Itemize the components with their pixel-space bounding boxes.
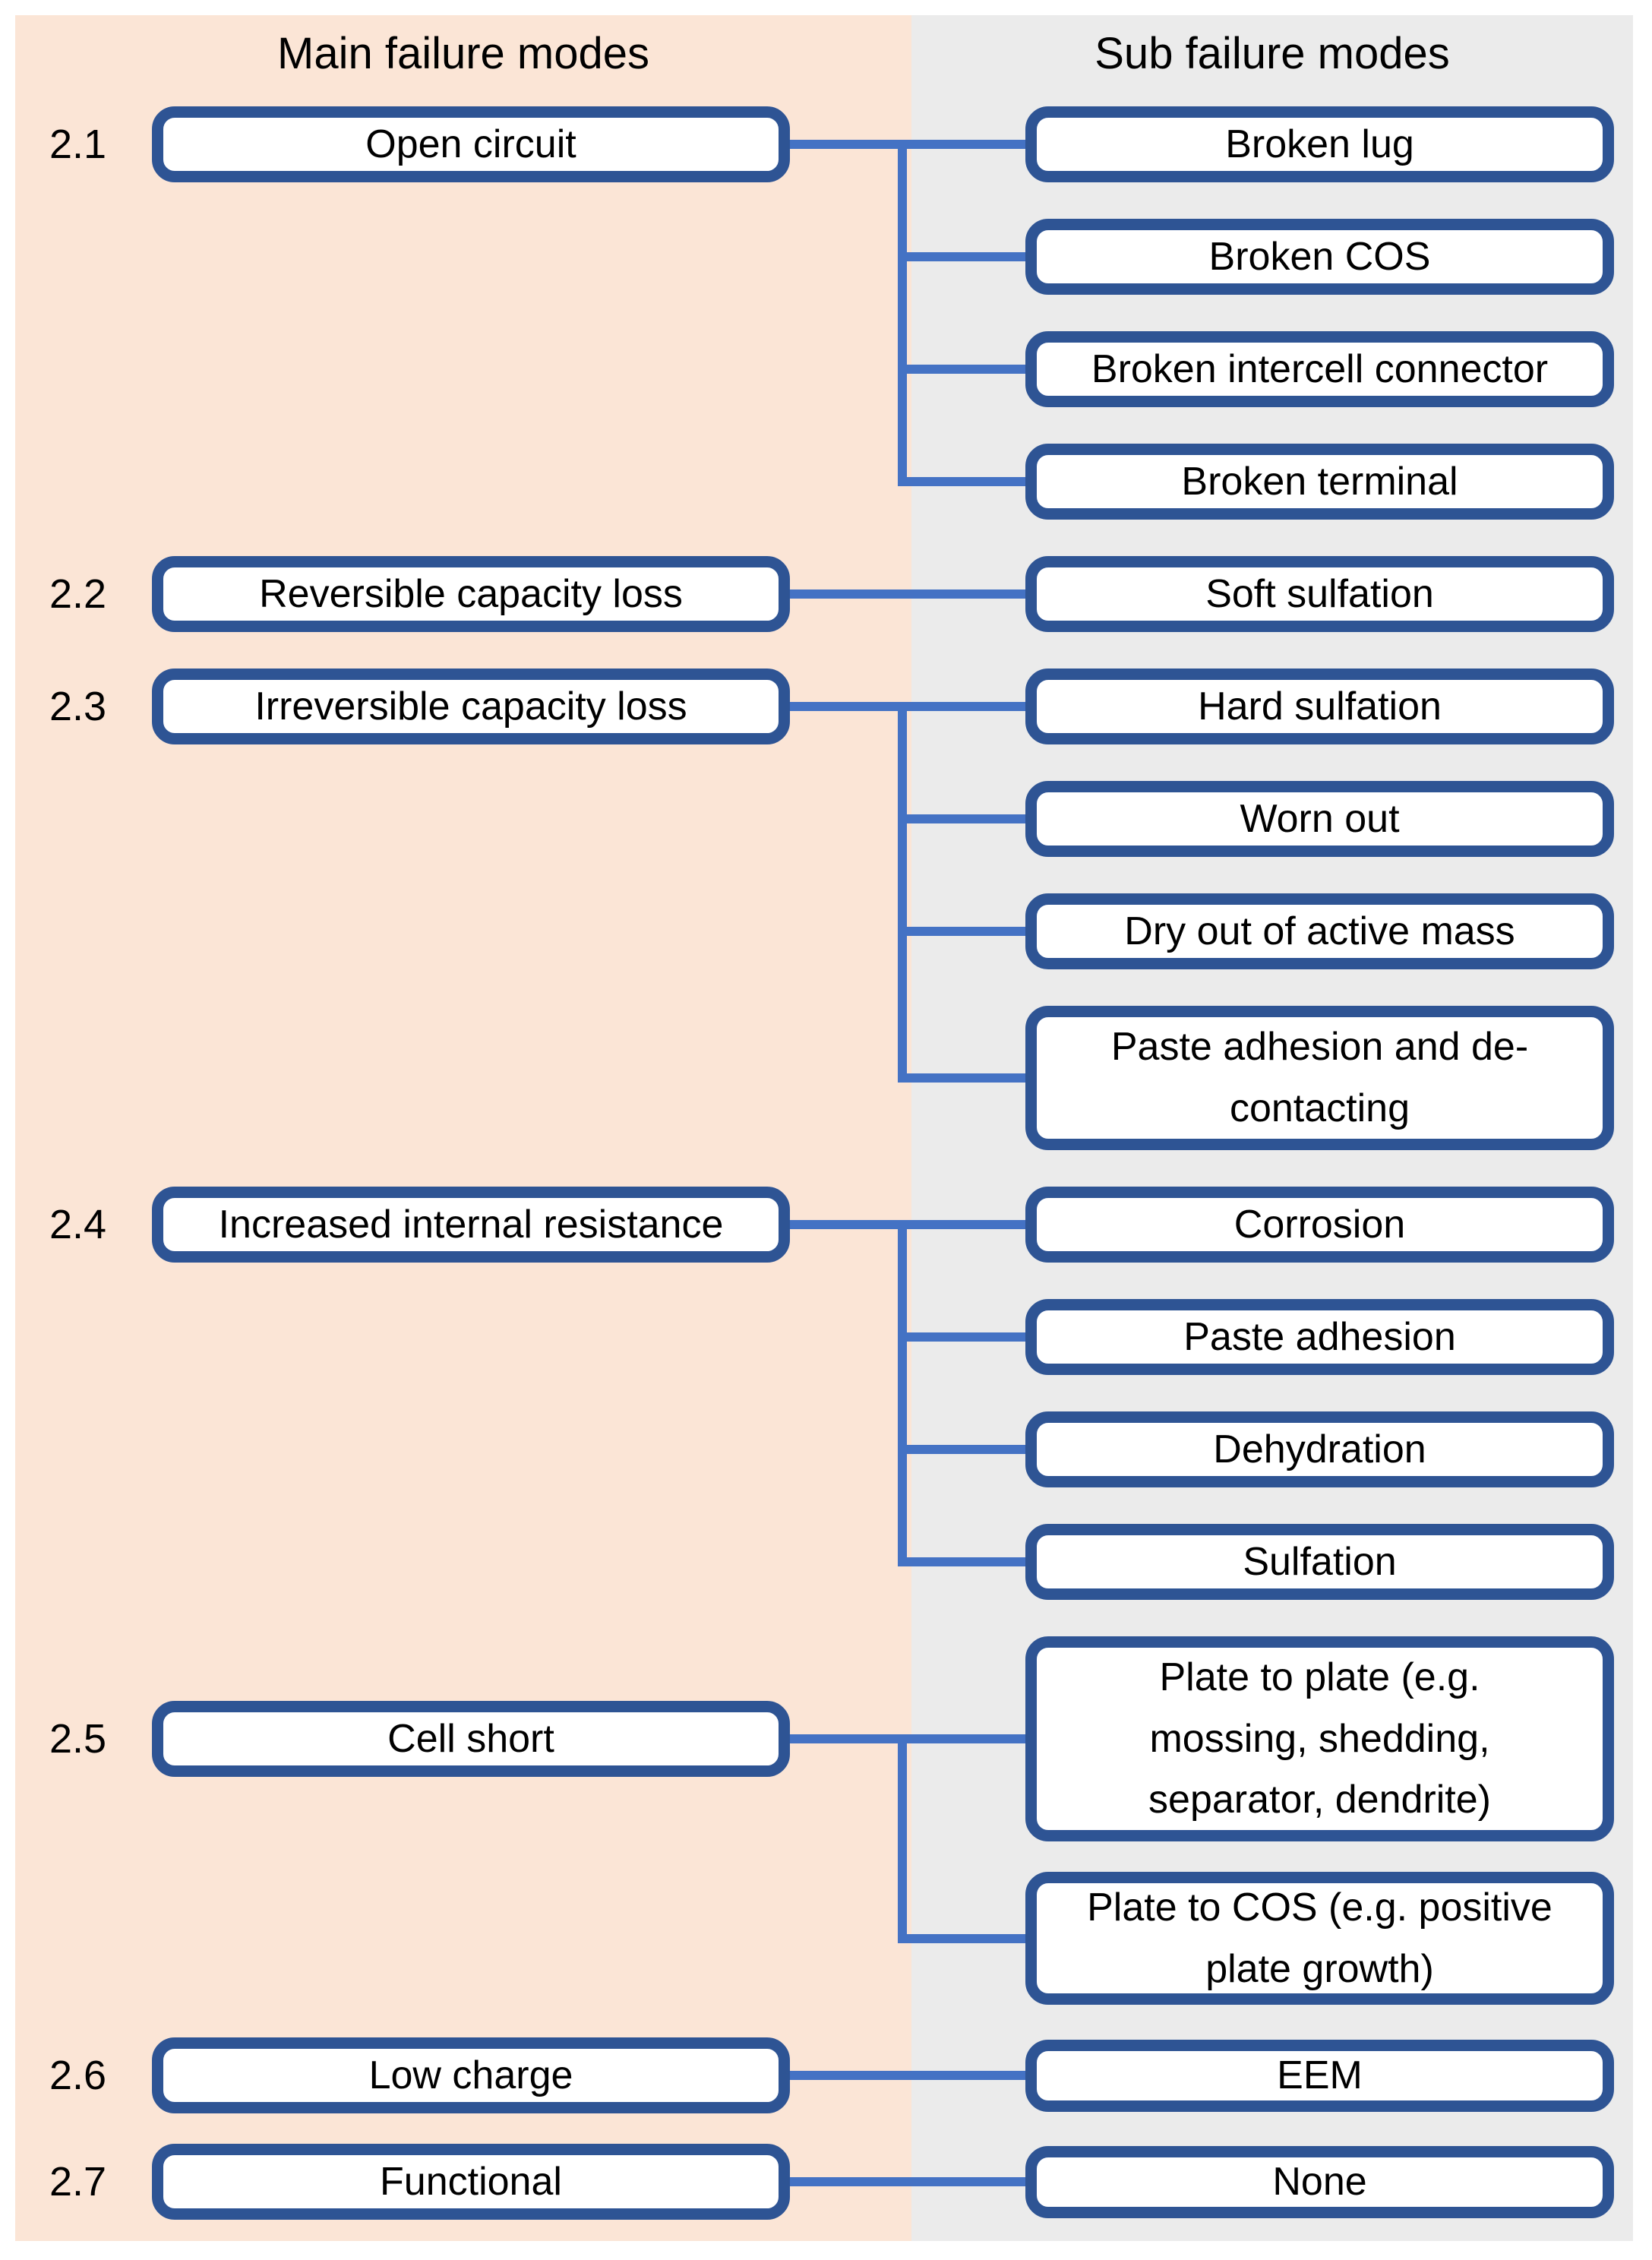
connector-branch-paste-adhesion-decontacting	[898, 1073, 1025, 1083]
connector-branch-dehydration	[898, 1445, 1025, 1454]
connector-stem-2-5	[790, 1734, 1025, 1743]
connector-stem-2-6	[790, 2071, 1025, 2080]
sub-mode-box-paste-adhesion: Paste adhesion	[1025, 1299, 1614, 1375]
sub-column-header: Sub failure modes	[1094, 28, 1450, 78]
connector-trunk-2-4	[898, 1220, 907, 1566]
mode-number-2-5: 2.5	[49, 1716, 107, 1762]
sub-mode-box-none: None	[1025, 2146, 1614, 2218]
sub-mode-box-broken-lug: Broken lug	[1025, 106, 1614, 182]
main-mode-box-low-charge: Low charge	[152, 2037, 790, 2113]
sub-mode-box-dehydration: Dehydration	[1025, 1411, 1614, 1487]
connector-branch-broken-cos	[898, 252, 1025, 261]
sub-mode-box-plate-to-plate: Plate to plate (e.g. mossing, shedding, …	[1025, 1636, 1614, 1841]
sub-mode-box-broken-terminal: Broken terminal	[1025, 444, 1614, 520]
connector-branch-broken-terminal	[898, 477, 1025, 486]
connector-stem-2-3	[790, 702, 1025, 711]
sub-mode-box-broken-cos: Broken COS	[1025, 219, 1614, 295]
connector-branch-plate-to-cos	[898, 1934, 1025, 1943]
main-mode-box-irreversible-capacity: Irreversible capacity loss	[152, 669, 790, 744]
sub-mode-box-hard-sulfation: Hard sulfation	[1025, 669, 1614, 744]
connector-branch-paste-adhesion	[898, 1332, 1025, 1342]
connector-trunk-2-3	[898, 702, 907, 1083]
sub-mode-box-sulfation: Sulfation	[1025, 1524, 1614, 1600]
mode-number-2-1: 2.1	[49, 122, 107, 167]
connector-trunk-2-1	[898, 140, 907, 486]
sub-mode-box-paste-adhesion-decontacting: Paste adhesion and de-contacting	[1025, 1006, 1614, 1150]
main-mode-box-increased-resistance: Increased internal resistance	[152, 1187, 790, 1263]
sub-mode-box-dry-out: Dry out of active mass	[1025, 893, 1614, 969]
mode-number-2-3: 2.3	[49, 684, 107, 729]
connector-stem-2-4	[790, 1220, 1025, 1229]
main-column-header: Main failure modes	[277, 28, 649, 78]
sub-mode-box-corrosion: Corrosion	[1025, 1187, 1614, 1263]
connector-branch-worn-out	[898, 814, 1025, 823]
mode-number-2-6: 2.6	[49, 2053, 107, 2098]
sub-mode-box-soft-sulfation: Soft sulfation	[1025, 556, 1614, 632]
connector-stem-2-2	[790, 589, 1025, 599]
sub-mode-box-eem: EEM	[1025, 2040, 1614, 2112]
connector-branch-sulfation	[898, 1557, 1025, 1566]
connector-branch-broken-intercell	[898, 365, 1025, 374]
sub-mode-box-broken-intercell: Broken intercell connector	[1025, 331, 1614, 407]
sub-mode-box-plate-to-cos: Plate to COS (e.g. positive plate growth…	[1025, 1872, 1614, 2005]
main-mode-box-open-circuit: Open circuit	[152, 106, 790, 182]
main-modes-panel	[15, 15, 911, 2241]
main-mode-box-cell-short: Cell short	[152, 1701, 790, 1777]
mode-number-2-2: 2.2	[49, 571, 107, 617]
mode-number-2-7: 2.7	[49, 2159, 107, 2205]
connector-stem-2-7	[790, 2177, 1025, 2186]
sub-mode-box-worn-out: Worn out	[1025, 781, 1614, 857]
connector-branch-dry-out	[898, 927, 1025, 936]
main-mode-box-functional: Functional	[152, 2144, 790, 2220]
mode-number-2-4: 2.4	[49, 1202, 107, 1247]
connector-stem-2-1	[790, 140, 1025, 149]
connector-trunk-2-5	[898, 1734, 907, 1943]
main-mode-box-reversible-capacity: Reversible capacity loss	[152, 556, 790, 632]
